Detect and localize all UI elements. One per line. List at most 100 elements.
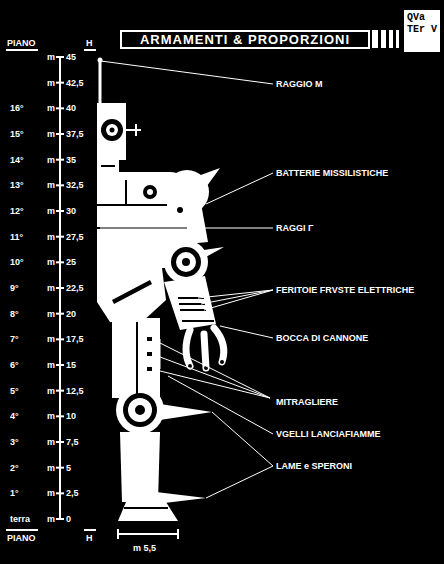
robot-details: [125, 180, 127, 204]
robot-details: [136, 322, 138, 398]
robot-body: [99, 60, 102, 104]
floor-label: 13°: [10, 179, 24, 191]
scale-tick: [56, 313, 64, 315]
floor-label: 10°: [10, 256, 24, 268]
scale-tick: [56, 107, 64, 109]
unit-label: m: [47, 487, 55, 499]
title-stripes: [389, 30, 393, 48]
leader-line: [100, 61, 273, 498]
floor-label: 3°: [10, 436, 19, 448]
robot-details: [101, 119, 123, 141]
logo-text: QVa TEr V: [405, 11, 439, 37]
floor-label: 4°: [10, 410, 19, 422]
robot-body: [116, 386, 164, 434]
callout-label: BATTERIE MISSILISTICHE: [276, 167, 388, 179]
scale-tick: [56, 390, 64, 392]
column-header: PIANO: [7, 532, 36, 544]
callout-label: FERITOIE FRVSTE ELETTRICHE: [276, 284, 414, 296]
leader-line: [201, 290, 273, 304]
leader-line: [152, 354, 270, 398]
scale-axis: [6, 50, 96, 530]
floor-label: 9°: [10, 282, 19, 294]
floor-label: 14°: [10, 154, 24, 166]
height-value: 10: [66, 410, 76, 422]
leader-line: [152, 339, 270, 398]
scale-tick: [56, 364, 64, 366]
height-value: 27,5: [66, 231, 84, 243]
robot-details: [112, 280, 152, 304]
floor-label: 15°: [10, 128, 24, 140]
robot-body: [166, 198, 208, 246]
unit-label: m: [47, 51, 55, 63]
unit-label: m: [47, 128, 55, 140]
diagram-title: ARMAMENTI & PROPORZIONI: [120, 30, 370, 49]
height-value: 35: [66, 154, 76, 166]
scale-tick: [56, 492, 64, 494]
logo-box: QVa TEr V: [404, 10, 440, 52]
unit-label: m: [47, 231, 55, 243]
robot-details: [143, 185, 157, 199]
scale-tick: [56, 133, 64, 135]
callout-label: BOCCA DI CANNONE: [276, 332, 368, 344]
scale-tick: [56, 518, 64, 520]
robot-details: [128, 398, 152, 422]
unit-label: m: [47, 436, 55, 448]
scale-tick: [56, 261, 64, 263]
column-header: H: [86, 37, 93, 49]
unit-label: m: [47, 179, 55, 191]
leader-line: [101, 61, 273, 84]
height-value: 0: [66, 513, 71, 525]
leader-line: [100, 228, 273, 229]
robot-details: [176, 252, 196, 272]
leader-line: [206, 466, 273, 498]
robot-brackets: [152, 354, 160, 369]
scale-axis: [6, 49, 38, 51]
dimension-bracket: [118, 529, 178, 539]
leader-line: [152, 369, 270, 398]
unit-label: m: [47, 385, 55, 397]
unit-label: m: [47, 333, 55, 345]
unit-label: m: [47, 410, 55, 422]
scale-tick: [56, 159, 64, 161]
floor-label: terra: [10, 513, 30, 525]
leader-line: [220, 326, 273, 338]
height-value: 7,5: [66, 436, 79, 448]
height-value: 25: [66, 256, 76, 268]
unit-label: m: [47, 77, 55, 89]
unit-label: m: [47, 282, 55, 294]
scale-tick: [56, 338, 64, 340]
scale-axis: [84, 49, 96, 51]
scale-tick: [56, 236, 64, 238]
robot-claw: [204, 334, 206, 368]
robot-body: [135, 124, 137, 136]
robot-body: [126, 129, 141, 131]
unit-label: m: [47, 102, 55, 114]
leader-line: [204, 290, 273, 310]
callout-label: RAGGI Γ: [276, 222, 313, 234]
height-value: 2,5: [66, 487, 79, 499]
robot-details: [147, 189, 153, 195]
scale-axis: [84, 529, 96, 531]
dimension-bracket: [177, 529, 179, 539]
robot-claw: [214, 328, 224, 362]
dimension-bracket: [118, 533, 178, 535]
robot-body: [160, 404, 212, 420]
leader-line: [168, 376, 273, 434]
height-value: 20: [66, 308, 76, 320]
scale-tick: [56, 415, 64, 417]
robot-details: [177, 207, 183, 213]
robot-body: [120, 432, 160, 502]
robot-details: [97, 204, 167, 206]
unit-label: m: [47, 308, 55, 320]
robot-details: [147, 367, 152, 371]
robot-details: [101, 165, 115, 167]
scale-tick: [56, 56, 64, 58]
robot-details: [220, 360, 224, 364]
height-value: 32,5: [66, 179, 84, 191]
unit-label: m: [47, 256, 55, 268]
scale-tick: [56, 184, 64, 186]
robot-details: [106, 124, 118, 136]
robot-body: [97, 268, 166, 322]
title-stripes: [396, 30, 399, 48]
